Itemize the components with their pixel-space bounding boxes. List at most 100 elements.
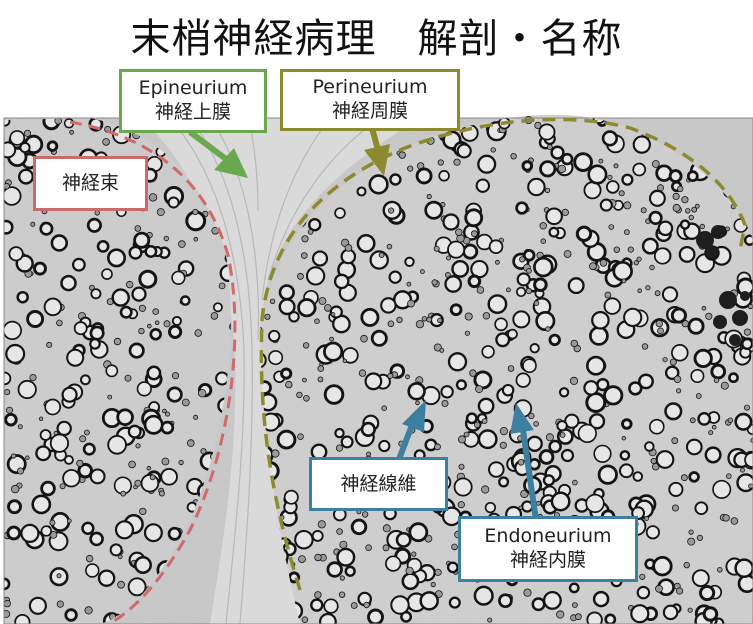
nerve-fiber (668, 169, 683, 184)
nerve-fiber (705, 312, 713, 320)
nerve-fiber (464, 312, 473, 321)
nerve-fiber (455, 228, 463, 236)
nerve-fiber (534, 121, 542, 130)
nerve-fiber (572, 479, 578, 486)
nerve-fiber (4, 320, 22, 341)
endoneurium-arrow (510, 403, 539, 521)
nerve-fiber (533, 300, 540, 306)
nerve-fiber (490, 147, 496, 153)
nerve-fiber (585, 493, 605, 514)
nerve-fiber (56, 420, 72, 437)
nerve-fiber (361, 511, 369, 518)
nerve-fiber (603, 297, 622, 315)
nerve-fiber (128, 460, 136, 469)
nerve-fiber (545, 326, 551, 332)
nerve-fiber (644, 441, 655, 452)
nerve-fiber (97, 569, 116, 587)
nerve-fiber (567, 277, 585, 295)
nerve-fiber (367, 608, 384, 624)
nerve-fiber (317, 520, 326, 529)
nerve-fiber (648, 210, 663, 225)
nerve-fiber (624, 229, 630, 236)
nerve-fiber (171, 270, 186, 285)
nerve-fiber (60, 274, 77, 292)
nerve-fiber (720, 381, 729, 390)
nerve-fiber (278, 284, 295, 301)
nerve-fiber (638, 373, 654, 390)
nerve-fiber (76, 459, 84, 467)
nerve-fiber (171, 315, 182, 327)
nerve-fiber (127, 577, 147, 597)
nerve-fiber (589, 262, 597, 271)
nerve-fiber (668, 481, 684, 497)
nerve-fiber (697, 411, 712, 426)
nerve-fiber (548, 333, 561, 347)
nerve-fiber (17, 424, 23, 430)
nerve-fiber (572, 602, 578, 608)
nerve-fiber (89, 338, 101, 350)
nerve-fiber (558, 387, 570, 398)
nerve-fiber (446, 255, 452, 261)
nerve-fiber (264, 313, 271, 320)
nerve-fiber (89, 325, 105, 341)
nerve-fiber (487, 294, 508, 314)
nerve-fiber (105, 364, 119, 378)
nerve-fiber (268, 329, 281, 343)
nerve-fiber (683, 561, 690, 569)
nerve-fiber (477, 429, 498, 450)
nerve-fiber (645, 285, 651, 291)
nerve-fiber (84, 429, 90, 436)
nerve-fiber (276, 429, 297, 450)
nerve-fiber (296, 391, 303, 399)
nerve-fiber (85, 554, 94, 563)
nerve-fiber (570, 339, 578, 348)
nerve-fiber (507, 328, 518, 340)
nerve-fiber (301, 235, 309, 243)
nerve-fiber (107, 248, 127, 268)
nerve-fiber (630, 604, 650, 624)
nerve-fiber (419, 269, 425, 275)
nerve-fiber (154, 320, 160, 326)
nerve-fiber (533, 277, 548, 293)
nerve-fiber (628, 381, 643, 396)
nerve-fiber (484, 501, 497, 514)
nerve-fiber (477, 154, 497, 174)
nerve-fiber (627, 246, 634, 253)
nerve-fiber (156, 208, 165, 217)
nerve-fiber (718, 104, 724, 110)
nerve-fiber (280, 367, 293, 380)
nerve-fiber (40, 525, 52, 537)
nerve-fiber (599, 198, 613, 212)
nerve-fiber (463, 431, 470, 438)
nerve-fiber (621, 278, 627, 284)
nerve-fiber (636, 256, 642, 262)
fascicle-ja: 神経束 (61, 172, 119, 194)
nerve-fiber (641, 343, 649, 350)
nerve-fiber (488, 239, 504, 255)
nerve-fiber (333, 273, 350, 290)
nerve-fiber (533, 421, 539, 427)
nerve-fiber (688, 214, 694, 221)
nerve-fiber (358, 369, 367, 377)
nerve-fiber (302, 342, 310, 349)
nerve-fiber (307, 229, 314, 235)
nerve-fiber (744, 452, 753, 468)
nerve-fiber (519, 256, 526, 263)
nerve-fiber (90, 288, 102, 300)
nerve-fiber (111, 288, 130, 307)
nerve-fiber (623, 201, 632, 210)
nerve-fiber (138, 327, 145, 335)
nerve-fiber (134, 225, 142, 232)
nerve-fiber (44, 398, 62, 416)
nerve-fiber (654, 290, 661, 297)
epineurium-en: Epineurium (138, 77, 248, 99)
nerve-fiber (117, 580, 125, 589)
nerve-fiber (161, 457, 170, 466)
nerve-fiber (387, 207, 395, 214)
nerve-fiber (521, 160, 534, 172)
nerve-fiber (35, 445, 52, 462)
nerve-fiber (481, 345, 495, 359)
nerve-fiber (475, 178, 490, 193)
nerve-fiber (539, 222, 547, 230)
nerve-fiber (128, 342, 145, 359)
